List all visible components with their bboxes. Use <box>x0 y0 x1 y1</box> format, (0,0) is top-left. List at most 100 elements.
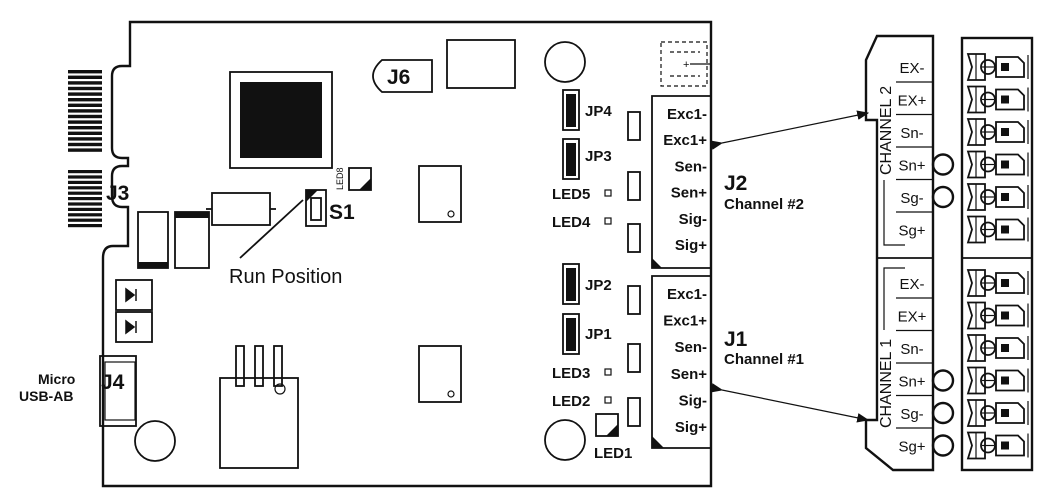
j1-id-label: J1 <box>724 328 748 351</box>
channel2-pin-1: EX- <box>899 60 924 77</box>
jumper-jp2[interactable] <box>562 263 580 305</box>
wire-lead-circle <box>931 153 955 176</box>
jp1-label: JP1 <box>585 326 612 343</box>
j3-label: J3 <box>106 182 129 205</box>
diode-upper <box>115 279 153 311</box>
diode-lower <box>115 311 153 343</box>
led4-label: LED4 <box>552 214 591 231</box>
led8-label: LED8 <box>335 167 345 190</box>
terminal-block <box>960 36 1034 472</box>
j2-pin-labels: Exc1- Exc1+ Sen- Sen+ Sig- Sig+ <box>663 106 707 254</box>
led2-label: LED2 <box>552 393 590 410</box>
led3-label: LED3 <box>552 365 590 382</box>
channel2-pin-4: Sn+ <box>898 158 925 175</box>
jumper-jp1[interactable] <box>562 313 580 355</box>
j4-label: J4 <box>101 371 125 394</box>
led3-indicator <box>604 368 612 376</box>
channel2-pin-3: Sn- <box>900 125 923 142</box>
dc-jack: + <box>660 41 711 87</box>
micro-usb-label-line2: USB-AB <box>19 388 73 404</box>
voltage-regulator <box>219 345 299 469</box>
wire-lead-circle <box>931 434 955 457</box>
j1-pin-6: Sig+ <box>675 419 707 436</box>
terminal-screw <box>966 399 1029 427</box>
run-position-label: Run Position <box>229 266 342 288</box>
wire-lead-circle <box>931 401 955 425</box>
jp3-label: JP3 <box>585 148 612 165</box>
j1-terminal-block <box>651 275 711 449</box>
capacitor-left <box>137 211 169 269</box>
led4-indicator <box>604 217 612 225</box>
j2-pin-6: Sig+ <box>675 237 707 254</box>
channel1-pin-4: Sn+ <box>898 374 925 391</box>
led5-indicator <box>604 189 612 197</box>
channel1-pin-1: EX- <box>899 276 924 293</box>
mounting-hole-top <box>544 41 586 83</box>
led2-indicator <box>604 396 612 404</box>
channel1-pin-5: Sg- <box>900 406 923 423</box>
terminal-screw <box>966 118 1029 146</box>
board-outline <box>101 20 713 488</box>
terminal-screw <box>966 215 1029 244</box>
j2-pin-2: Exc1+ <box>663 132 707 149</box>
channel2-pin-6: Sg+ <box>898 223 925 240</box>
channel2-pin-2: EX+ <box>898 93 927 110</box>
terminal-screw <box>966 150 1029 179</box>
j2-pin-5: Sig- <box>679 211 707 228</box>
terminal-screws <box>966 53 1029 460</box>
j2-pin-3: Sen- <box>674 158 707 175</box>
edge-connector-fingers <box>68 70 102 228</box>
resistor-column-bottom <box>627 285 641 427</box>
channel1-pin-2: EX+ <box>898 309 927 326</box>
mounting-hole-bottom-left <box>134 420 176 462</box>
j1-pin-5: Sig- <box>679 392 707 409</box>
terminal-screw <box>966 301 1029 330</box>
jp2-label: JP2 <box>585 277 612 294</box>
center-component-upper <box>418 165 462 223</box>
connector-label-panel <box>864 34 935 472</box>
jumper-jp3[interactable] <box>562 138 580 180</box>
resistor-column-top <box>627 111 641 253</box>
terminal-screw <box>966 53 1029 81</box>
j6-connector: J6 <box>372 59 433 93</box>
j6-header <box>446 39 516 89</box>
jp4-label: JP4 <box>585 103 612 120</box>
j6-label: J6 <box>387 66 410 89</box>
plus-mark: + <box>683 59 689 71</box>
s1-label: S1 <box>329 201 355 224</box>
channel1-pin-labels: EX- EX+ Sn- Sn+ Sg- Sg+ <box>896 276 933 456</box>
run-position-pointer <box>239 199 304 259</box>
terminal-screw <box>966 183 1029 211</box>
wire-lead-circle <box>931 369 955 392</box>
wire-lead-circle <box>931 185 955 209</box>
wire-lead-circles <box>931 153 955 457</box>
j1-pin-1: Exc1- <box>667 286 707 303</box>
center-component-lower <box>418 345 462 403</box>
led1-label: LED1 <box>594 445 632 462</box>
capacitor-right <box>174 211 210 269</box>
j1-pin-2: Exc1+ <box>663 313 707 330</box>
channel1-label: CHANNEL 1 <box>878 339 895 428</box>
jumper-jp4[interactable] <box>562 89 580 131</box>
j1-pin-labels: Exc1-Exc1+Sen-Sen+Sig-Sig+ <box>663 286 707 436</box>
terminal-screw <box>966 269 1029 297</box>
j2-pin-4: Sen+ <box>671 185 708 202</box>
terminal-screw <box>966 366 1029 395</box>
led5-label: LED5 <box>552 186 590 203</box>
inductor <box>211 192 271 226</box>
arrow-channel1 <box>710 383 870 423</box>
terminal-screw <box>966 85 1029 114</box>
channel1-pin-3: Sn- <box>900 341 923 358</box>
usb-connector-j4[interactable] <box>99 355 137 427</box>
j2-terminal-block <box>651 95 711 269</box>
channel2-pin-5: Sg- <box>900 190 923 207</box>
terminal-screw <box>966 334 1029 362</box>
s1-switch[interactable] <box>305 189 327 227</box>
j2-pin-1: Exc1- <box>667 106 707 123</box>
main-ic-chip <box>229 71 333 169</box>
channel1-pin-6: Sg+ <box>898 439 925 456</box>
j2-id-label: J2 <box>724 172 747 195</box>
j1-pin-3: Sen- <box>674 339 707 356</box>
channel2-pin-labels: EX- EX+ Sn- Sn+ Sg- Sg+ <box>896 60 933 240</box>
